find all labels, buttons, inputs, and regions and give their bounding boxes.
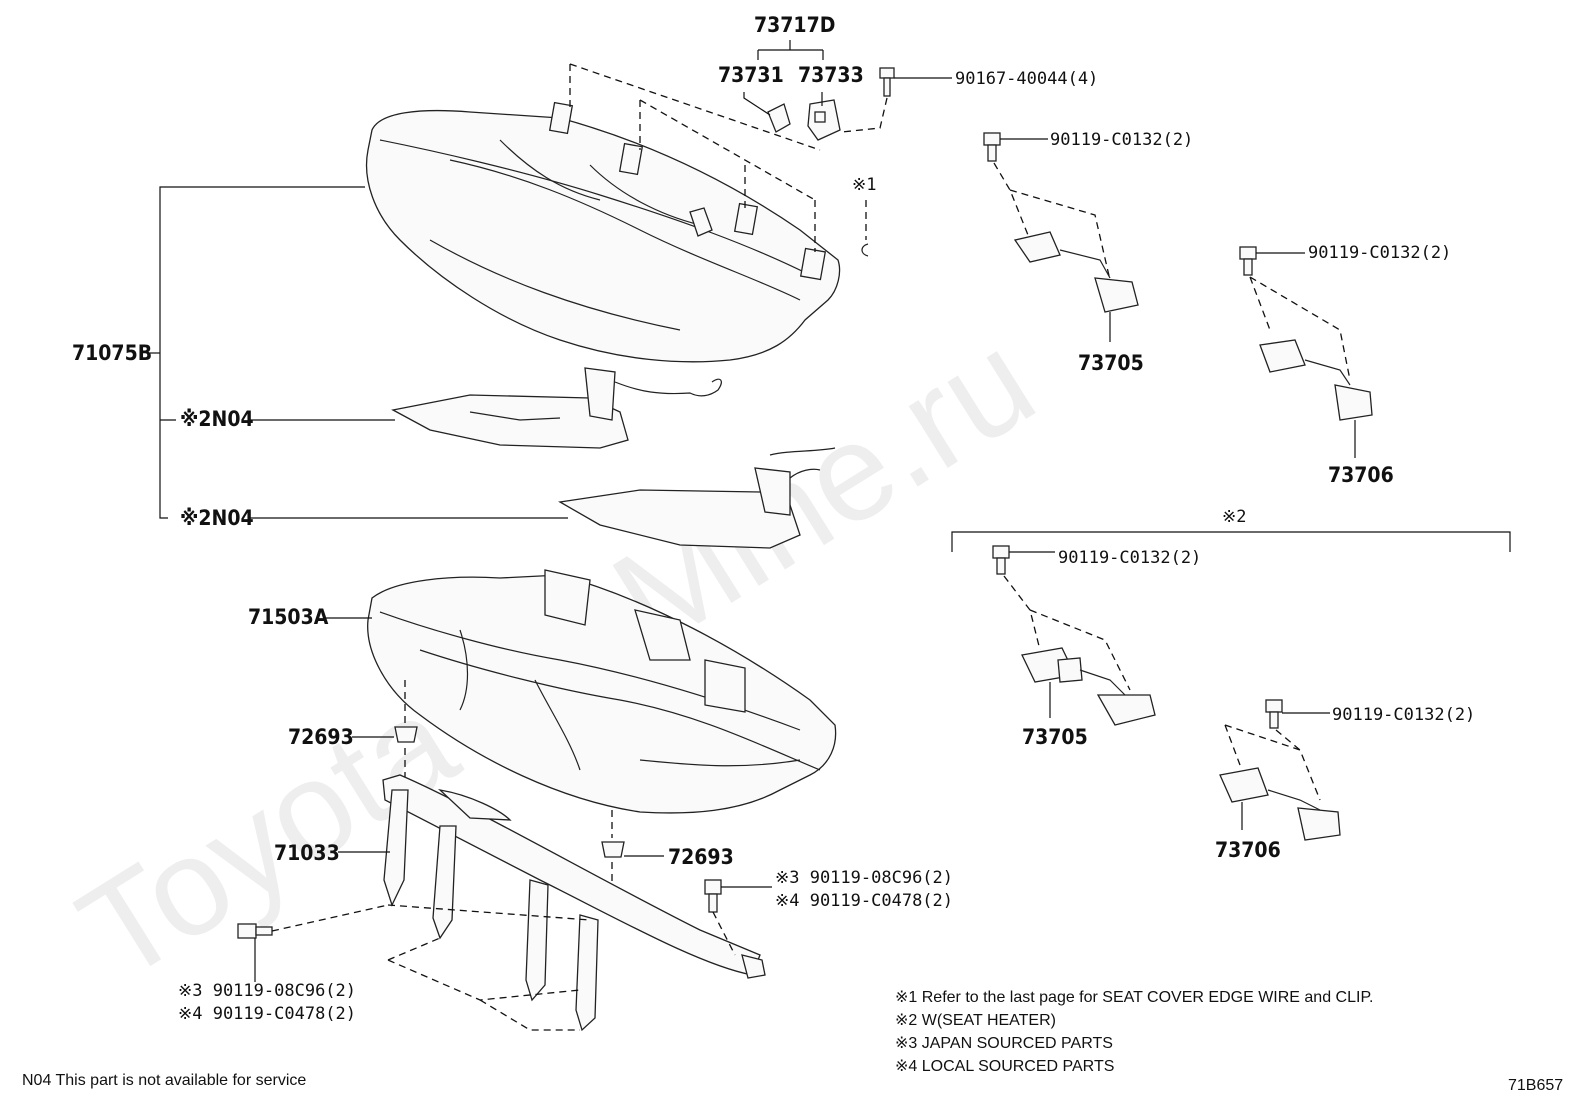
label-lower-73705: 73705 [1022, 725, 1088, 749]
label-upper-bolt2: 90119-C0132(2) [1308, 243, 1451, 263]
label-71503A: 71503A [248, 605, 329, 629]
label-upper-73706: 73706 [1328, 463, 1394, 487]
dash-clip-to-seat-2 [569, 63, 821, 151]
label-lower-73706: 73706 [1215, 838, 1281, 862]
bracket-73706-upper[interactable] [1259, 339, 1373, 421]
seat-heater-pad-upper[interactable] [391, 367, 722, 449]
edge-wire-mark [861, 243, 869, 257]
bracket-73717D [757, 40, 824, 60]
bolt-upper-2[interactable] [1239, 246, 1257, 276]
bracket-73733[interactable] [807, 99, 841, 141]
label-bolt-right-1: ※3 90119-08C96(2) [775, 868, 953, 888]
leader-73731 [743, 92, 771, 116]
seat-back-cushion[interactable] [365, 101, 841, 363]
label-71075B: 71075B [72, 341, 152, 365]
dash-bolt-left-4 [479, 999, 580, 1031]
note-4: ※4 LOCAL SOURCED PARTS [895, 1058, 1114, 1075]
clip-72693-left[interactable] [394, 726, 418, 743]
label-upper-73705: 73705 [1078, 351, 1144, 375]
label-upper-bolt1: 90119-C0132(2) [1050, 130, 1193, 150]
diagram-code: 71B657 [1508, 1077, 1563, 1094]
seat-cushion[interactable] [367, 569, 837, 814]
dash-bolt-left-2 [387, 904, 591, 921]
label-73733: 73733 [798, 63, 864, 87]
label-group2: ※2 [1222, 507, 1246, 527]
label-n04-upper: ※2N04 [180, 407, 254, 431]
bracket-71075B [159, 186, 365, 519]
dash-lower-bolt2 [1224, 724, 1321, 801]
label-bolt-left-1: ※3 90119-08C96(2) [178, 981, 356, 1001]
hinge-73705-upper[interactable] [1013, 231, 1139, 313]
dash-bolt-left-1 [271, 904, 389, 932]
label-73717D: 73717D [754, 13, 835, 37]
label-90167-40044: 90167-40044(4) [955, 69, 1098, 89]
label-lower-bolt2: 90119-C0132(2) [1332, 705, 1475, 725]
bolt-lower-1[interactable] [992, 545, 1010, 575]
label-73731: 73731 [718, 63, 784, 87]
dash-bolt-right [712, 911, 736, 956]
dash-lower-bolt1 [1003, 575, 1131, 691]
dash-upper-bolt1 [993, 162, 1111, 281]
clip-72693-right[interactable] [601, 841, 625, 858]
bolt-lower-2[interactable] [1265, 699, 1283, 729]
label-72693-left: 72693 [288, 725, 354, 749]
label-bolt-right-2: ※4 90119-C0478(2) [775, 891, 953, 911]
seat-frame[interactable] [382, 774, 766, 1032]
label-bolt-left-2: ※4 90119-C0478(2) [178, 1004, 356, 1024]
bracket-73706-lower[interactable] [1219, 767, 1341, 841]
seat-heater-pad-lower[interactable] [558, 447, 836, 549]
hinge-73705-lower[interactable] [1021, 647, 1156, 726]
label-ref1: ※1 [852, 175, 876, 195]
label-72693-right: 72693 [668, 845, 734, 869]
label-71033: 71033 [274, 841, 340, 865]
note-2: ※2 W(SEAT HEATER) [895, 1012, 1056, 1029]
dash-bolt-to-bracket [841, 97, 888, 133]
label-lower-bolt1: 90119-C0132(2) [1058, 548, 1201, 568]
clip-73731[interactable] [767, 103, 791, 133]
note-1: ※1 Refer to the last page for SEAT COVER… [895, 989, 1374, 1006]
bolt-upper-1[interactable] [983, 132, 1001, 162]
dash-clip-to-seat-4 [639, 99, 816, 201]
footnote-n04: N04 This part is not available for servi… [22, 1072, 306, 1089]
dash-bolt-left-3 [387, 937, 581, 1001]
dash-upper-bolt2 [1249, 276, 1351, 381]
label-n04-lower: ※2N04 [180, 506, 254, 530]
bolt-90167-40044[interactable] [879, 67, 895, 97]
bracket-group2 [951, 531, 1511, 552]
bolt-frame-right[interactable] [704, 879, 722, 913]
note-3: ※3 JAPAN SOURCED PARTS [895, 1035, 1113, 1052]
